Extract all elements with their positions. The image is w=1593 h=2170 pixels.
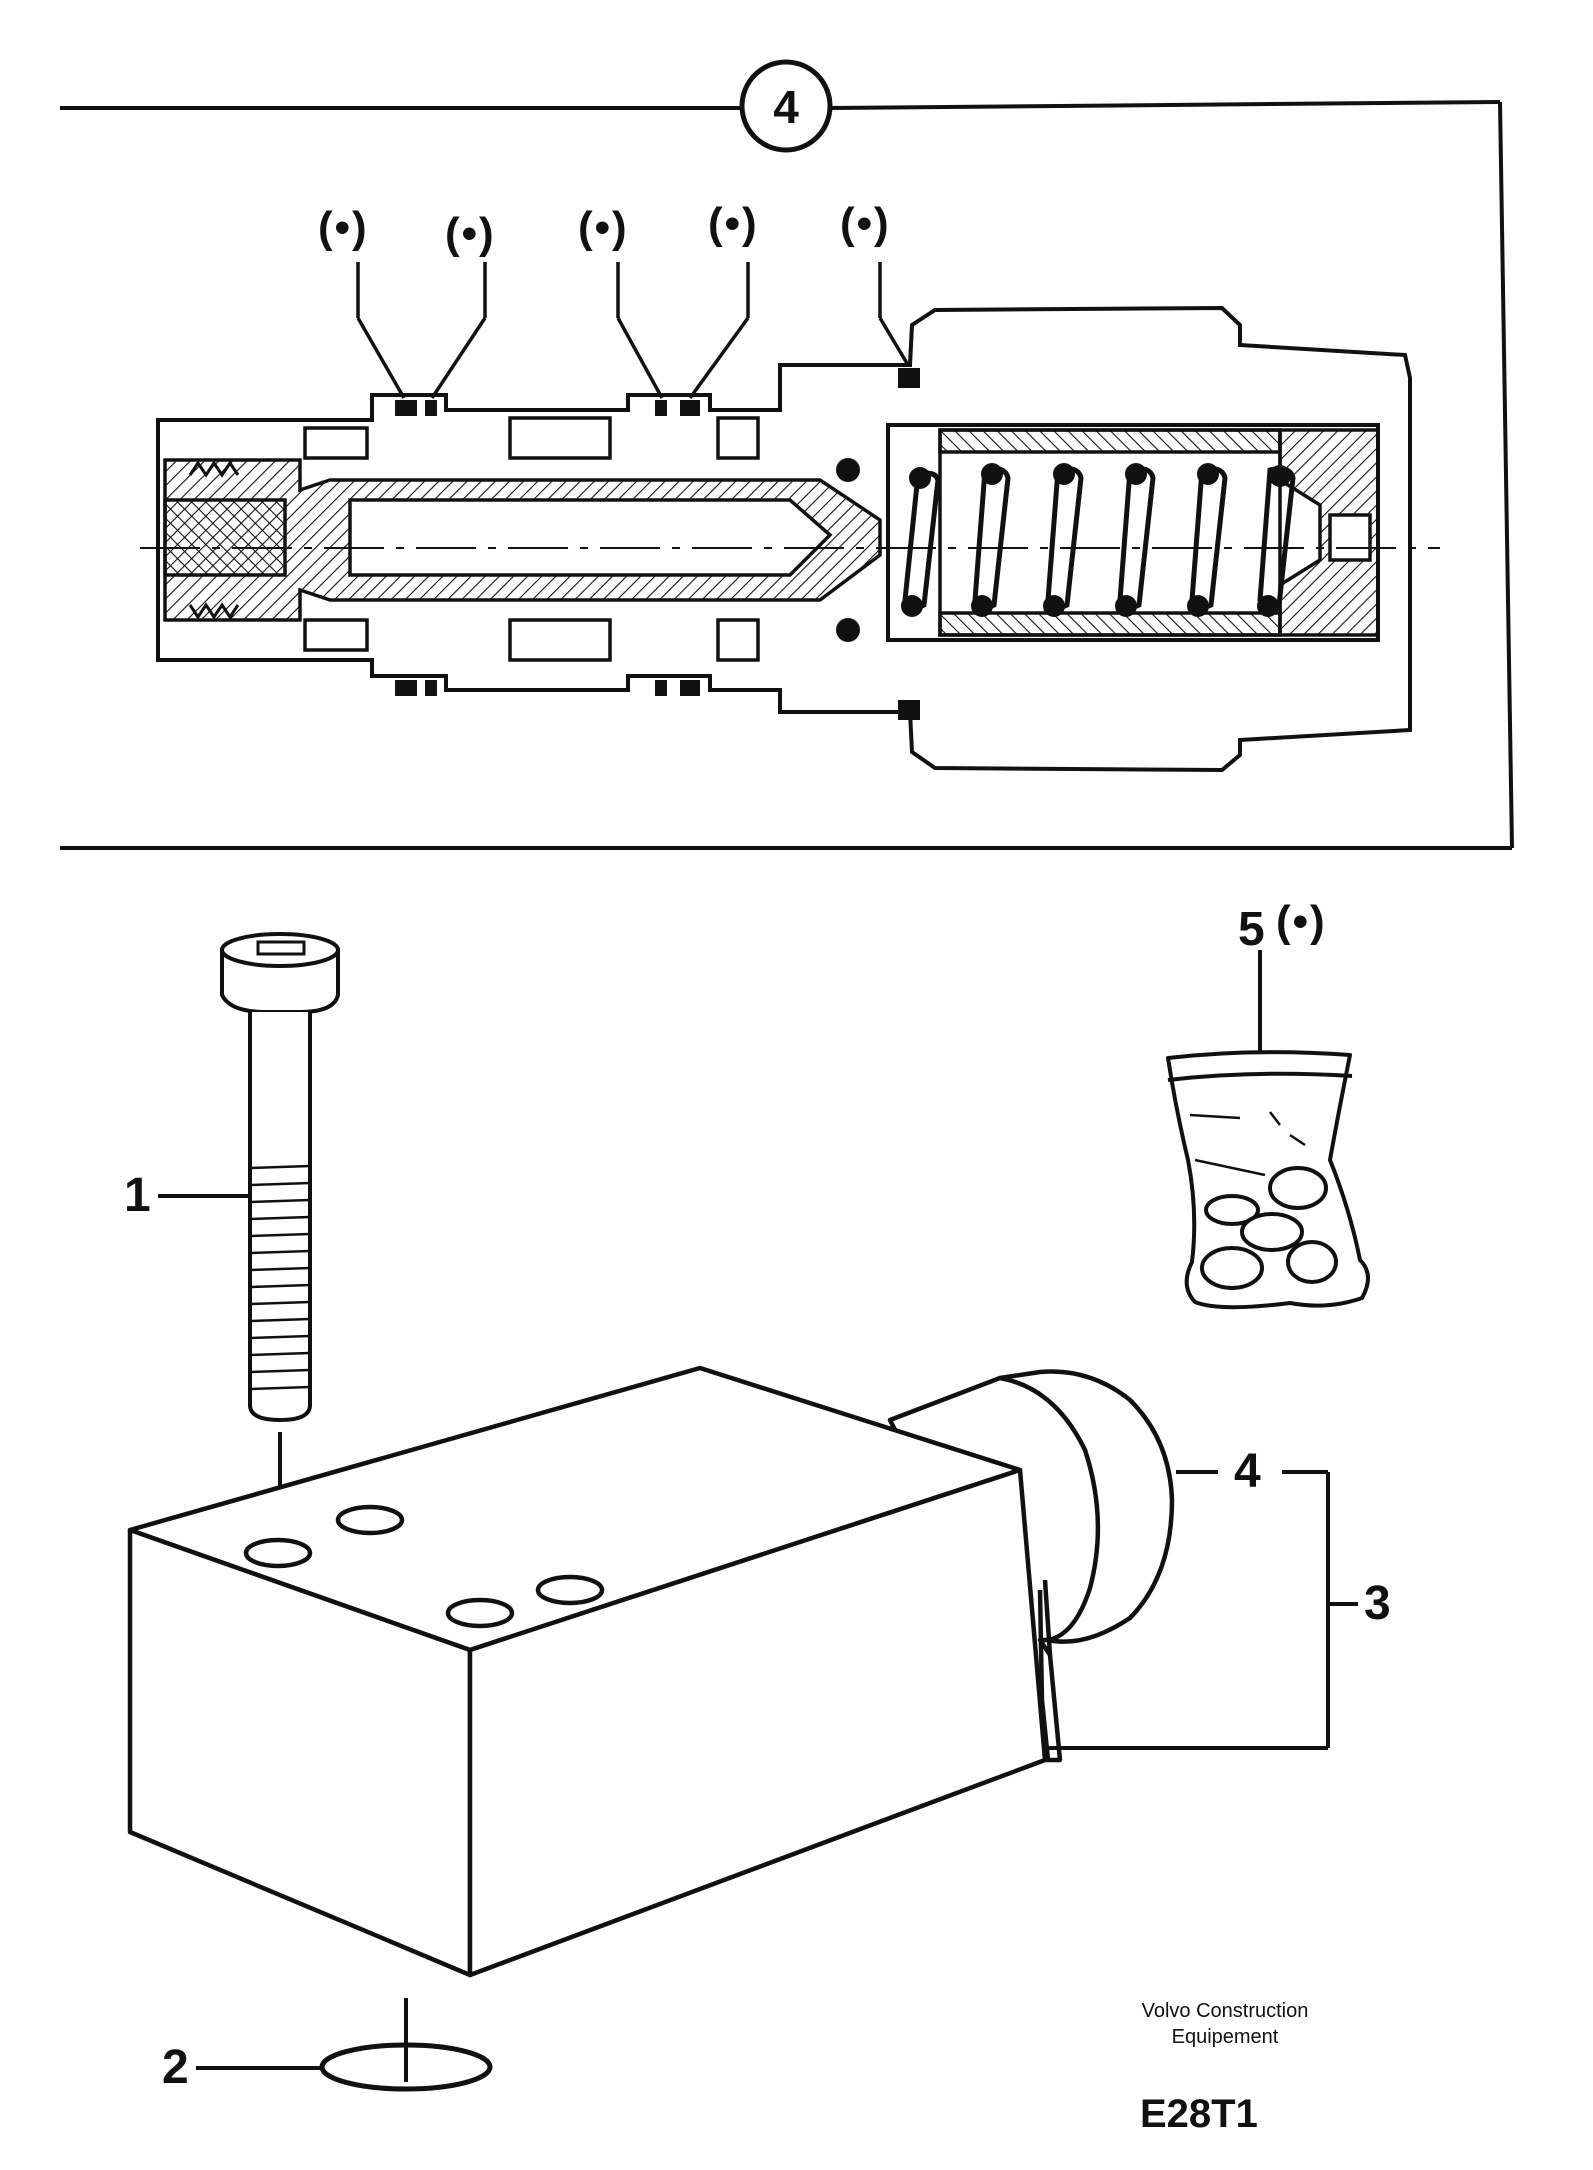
manufacturer-label: Volvo Construction Equipement [1100, 1998, 1350, 2050]
assembly-bracket [1046, 1470, 1358, 1750]
detail-frame [60, 100, 1514, 850]
seal-kit-bag [1166, 950, 1370, 1310]
optional-mark-seal-4: (•) [708, 199, 759, 248]
optional-mark-seal-3: (•) [578, 203, 629, 252]
optional-mark-seal-2: (•) [445, 209, 496, 258]
drawing-code: E28T1 [1140, 2092, 1258, 2136]
callout-o-ring: 2 [162, 2041, 189, 2094]
cartridge-cross-section [140, 305, 1440, 773]
manufacturer-line-1: Volvo Construction [1141, 2000, 1309, 2022]
optional-mark-seal-5: (•) [840, 199, 891, 248]
o-ring [319, 1998, 493, 2092]
callout-valve-cartridge: 4 [1234, 1445, 1261, 1498]
manufacturer-line-2: Equipement [1171, 2026, 1279, 2048]
detail-number: 4 [773, 81, 799, 133]
screw [220, 932, 340, 1423]
spring-wire-sections [901, 463, 1291, 617]
seals [395, 368, 920, 720]
callout-seal-kit-optional-mark: (•) [1276, 897, 1327, 946]
callout-screw: 1 [124, 1169, 151, 1222]
callout-seal-kit-number: 5 [1238, 903, 1265, 956]
detail-number-circle [739, 59, 833, 153]
seal-leaders [356, 262, 910, 400]
optional-mark-seal-1: (•) [318, 203, 369, 252]
valve-block [127, 1365, 1175, 1978]
callout-valve-assembly: 3 [1364, 1577, 1391, 1630]
spring [902, 466, 1296, 611]
